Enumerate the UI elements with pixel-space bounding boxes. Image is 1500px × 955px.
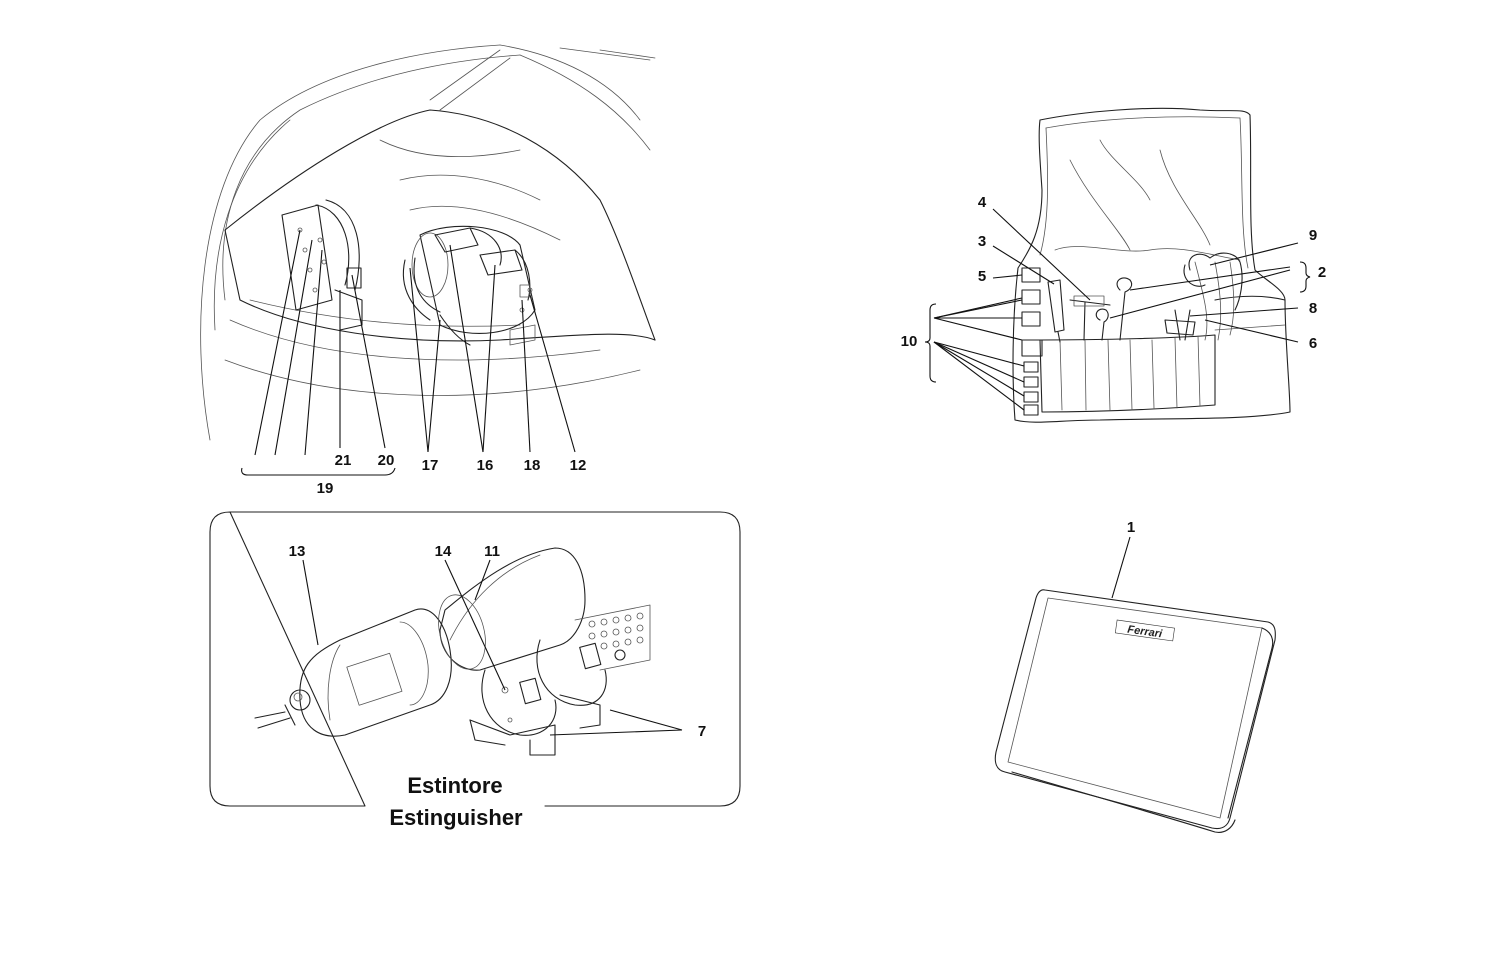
callout-11: 11: [484, 543, 500, 560]
callout-2: 2: [1318, 264, 1326, 281]
tool-roll: [1012, 107, 1291, 423]
callout-19: 19: [317, 480, 334, 497]
callout-17: 17: [422, 457, 439, 474]
callout-20: 20: [378, 452, 395, 469]
callout-3: 3: [978, 233, 986, 250]
inset-caption-english: Estinguisher: [389, 805, 523, 830]
callout-10: 10: [901, 333, 918, 350]
callout-1: 1: [1127, 519, 1135, 536]
brand-logo-text: Ferrari: [1127, 624, 1164, 641]
callout-21: 21: [335, 452, 352, 469]
callout-7: 7: [698, 723, 706, 740]
trunk-view: [200, 44, 656, 441]
callout-18: 18: [524, 457, 541, 474]
callout-9: 9: [1309, 227, 1317, 244]
callout-14: 14: [435, 543, 452, 560]
ferrari-logo: Ferrari: [1114, 619, 1175, 642]
callout-6: 6: [1309, 335, 1317, 352]
callout-8: 8: [1309, 300, 1317, 317]
document-folder: Ferrari: [994, 589, 1276, 833]
mounting-holes: [588, 612, 644, 661]
socket-set: [1021, 267, 1043, 416]
callout-12: 12: [570, 457, 587, 474]
callout-13: 13: [289, 543, 306, 560]
inset-caption-italian: Estintore: [407, 773, 502, 798]
callout-16: 16: [477, 457, 494, 474]
callout-5: 5: [978, 268, 986, 285]
callout-4: 4: [978, 194, 987, 211]
extinguisher-inset: [209, 511, 741, 807]
